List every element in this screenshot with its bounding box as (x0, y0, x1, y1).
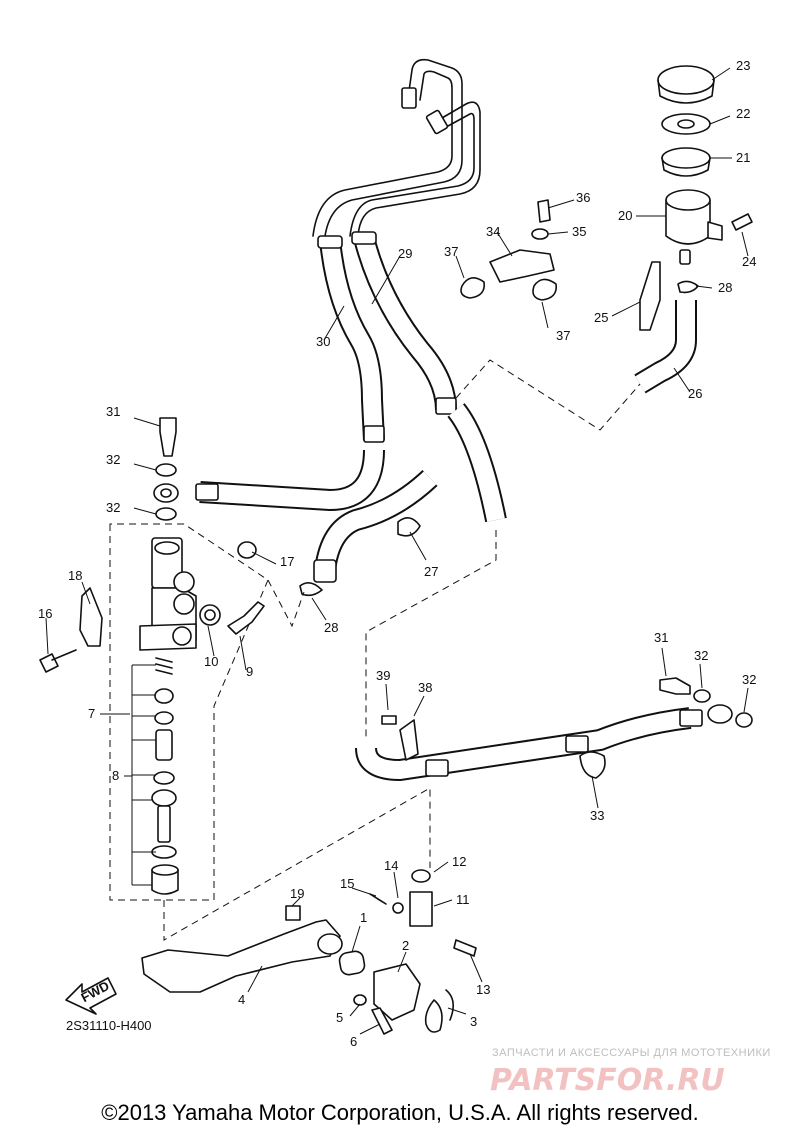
callout-15: 15 (340, 876, 354, 891)
callout-9: 9 (246, 664, 253, 679)
master-cylinder (39, 417, 265, 673)
callout-32-lower-b: 32 (742, 672, 756, 687)
brake-pipes (312, 58, 481, 237)
watermark: ЗАПЧАСТИ И АКСЕССУАРЫ ДЛЯ МОТОТЕХНИКИ PA… (490, 1047, 771, 1098)
callout-24: 24 (742, 254, 756, 269)
callout-17: 17 (280, 554, 294, 569)
callout-39: 39 (376, 668, 390, 683)
callout-34: 34 (486, 224, 500, 239)
callout-26: 26 (688, 386, 702, 401)
pipe-fitting-upper-left (401, 87, 417, 109)
fwd-arrow-icon: FWD (65, 977, 117, 1015)
callout-8: 8 (112, 768, 119, 783)
hose-guide-bracket (460, 199, 558, 301)
callout-4: 4 (238, 992, 245, 1007)
callout-28-lower: 28 (324, 620, 338, 635)
callout-32-upper: 32 (106, 452, 120, 467)
callout-19: 19 (290, 886, 304, 901)
callout-30: 30 (316, 334, 330, 349)
hoses-29-30 (153, 231, 507, 583)
callout-11: 11 (456, 892, 470, 907)
callout-labels: 23 22 21 20 36 35 34 24 37 28 29 25 37 3… (38, 58, 756, 1049)
callout-3: 3 (470, 1014, 477, 1029)
callout-1: 1 (360, 910, 367, 925)
brake-pedal-assembly (141, 869, 477, 1035)
callout-14: 14 (384, 858, 398, 873)
callout-31-lower: 31 (654, 630, 668, 645)
reservoir-bracket (639, 261, 661, 331)
callout-13: 13 (476, 982, 490, 997)
reservoir-diaphragm (661, 147, 711, 169)
callout-2: 2 (402, 938, 409, 953)
watermark-brand: PARTSFOR.RU (490, 1063, 725, 1098)
brake-pedal (141, 919, 341, 993)
callout-35: 35 (572, 224, 586, 239)
dashed-connectors (109, 359, 641, 941)
callout-18: 18 (68, 568, 82, 583)
master-cylinder-kit (131, 657, 179, 895)
hose-guide-38 (399, 719, 419, 761)
callout-16: 16 (38, 606, 52, 621)
pipe-fitting-upper-right (425, 109, 449, 135)
callout-32-lower-a: 32 (694, 648, 708, 663)
callout-5: 5 (336, 1010, 343, 1025)
hose-clamp-33 (579, 751, 606, 779)
callout-33: 33 (590, 808, 604, 823)
callout-leaders (45, 67, 749, 1035)
callout-21: 21 (736, 150, 750, 165)
lower-brake-hose (299, 517, 753, 781)
callout-12: 12 (452, 854, 466, 869)
copyright-notice: ©2013 Yamaha Motor Corporation, U.S.A. A… (101, 1100, 699, 1125)
reservoir-assembly (634, 65, 753, 394)
callout-22: 22 (736, 106, 750, 121)
callout-37-lower: 37 (556, 328, 570, 343)
callout-32-middle: 32 (106, 500, 120, 515)
callout-20: 20 (618, 208, 632, 223)
reservoir-cap (657, 65, 715, 95)
clevis-11 (409, 891, 433, 927)
callout-36: 36 (576, 190, 590, 205)
callout-7: 7 (88, 706, 95, 721)
callout-6: 6 (350, 1034, 357, 1049)
callout-37-upper: 37 (444, 244, 458, 259)
callout-25: 25 (594, 310, 608, 325)
watermark-tagline: ЗАПЧАСТИ И АКСЕССУАРЫ ДЛЯ МОТОТЕХНИКИ (492, 1047, 771, 1059)
callout-28-upper: 28 (718, 280, 732, 295)
callout-29: 29 (398, 246, 412, 261)
callout-38: 38 (418, 680, 432, 695)
diagram-code: 2S31110-H400 (66, 1018, 152, 1033)
callout-10: 10 (204, 654, 218, 669)
callout-27: 27 (424, 564, 438, 579)
callout-23: 23 (736, 58, 750, 73)
callout-31-upper: 31 (106, 404, 120, 419)
